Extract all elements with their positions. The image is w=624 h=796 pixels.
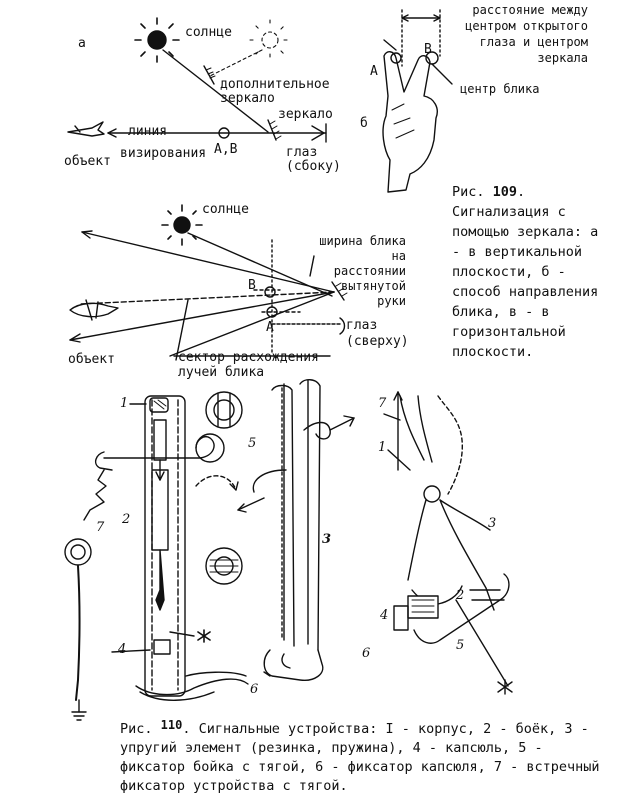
sight-line-label-1: линия [128,124,168,139]
sun-icon-2 [173,216,191,234]
object-icon-2 [69,299,119,321]
eye-top-label: глаз (сверху) [346,318,409,349]
fig110-caption-prefix: Рис. [120,721,153,737]
fig109-caption-number: 109 [492,184,518,200]
fig109b-drawing [382,9,453,193]
panel-a-letter: а [78,36,86,51]
marker-4-left: 4 [118,642,127,657]
fig109a-drawing [67,17,327,143]
glint-center-label: центр блика [460,82,540,96]
fig110-middle-drawing [237,379,355,681]
marker-6-left: 6 [250,682,259,697]
marker-1-left: 1 [120,396,129,411]
marker-4-right: 4 [380,608,389,623]
object-label-2: объект [68,352,115,367]
marker-2-right: 2 [456,588,465,603]
marker-1-right: 1 [378,440,387,455]
fig110-left-drawing [64,391,249,721]
sun-label: солнце [185,25,232,40]
panel-b-letter: б [360,116,368,131]
sun-icon [147,30,167,50]
extra-mirror-label: дополнительное зеркало [220,77,330,106]
fig110-caption-number: 110 [160,718,183,732]
fig110-caption: Рис. 110. Сигнальные устройства: I - кор… [120,716,600,796]
fig109v-drawing [69,204,348,361]
mirror-label: зеркало [278,107,333,122]
marker-2-left: 2 [122,512,131,527]
marker-7-right: 7 [378,396,387,411]
object-icon [67,121,105,137]
marker-5-right: 5 [456,638,465,653]
eye-side-label: глаз (сбоку) [286,145,341,174]
distance-label: расстояние между центром открытого глаза… [465,3,588,65]
fig109-caption: Рис. 109. Сигнализация с помощью зеркала… [452,182,612,362]
sun-label-2: солнце [202,202,249,217]
marker-3-middle: 3 [322,532,332,547]
marker-5-left: 5 [248,436,257,451]
hand-point-b: В [424,42,432,57]
fig109-caption-text: . Сигнализация с помощью зеркала: а - в … [452,184,599,360]
hand-point-a: А [370,64,378,79]
fig109-caption-prefix: Рис. [452,184,485,200]
fig110-caption-text: . Сигнальные устройства: I - корпус, 2 -… [120,721,600,794]
top-point-a: А [266,320,274,335]
top-point-b: В [248,278,256,293]
marker-3-right: 3 [488,516,497,531]
fig110-right-drawing [383,391,513,695]
sight-line-label-2: визирования [120,146,207,161]
virtual-sun-icon [261,31,279,49]
points-ab-label: А,В [214,142,238,157]
marker-6-right: 6 [362,646,371,661]
sector-label: сектор расхождения лучей блика [178,350,319,380]
object-label: объект [64,154,111,169]
marker-7-left: 7 [96,520,105,535]
glint-width-label: ширина блика на расстоянии вытянутой рук… [319,234,406,308]
